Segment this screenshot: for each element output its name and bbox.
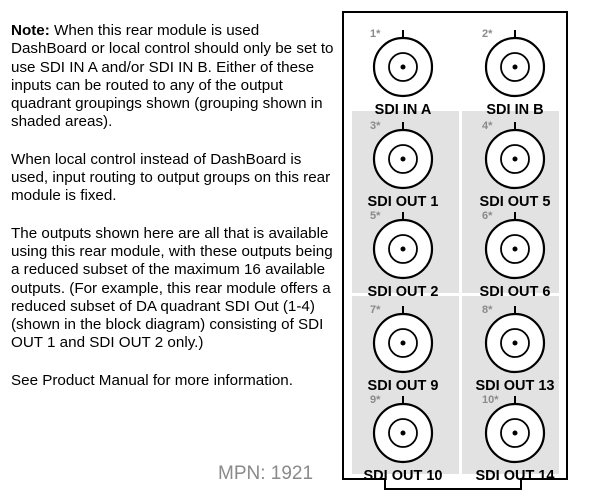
note-paragraph-1: Note: When this rear module is used Dash… xyxy=(11,22,336,132)
port-number: 8* xyxy=(482,304,493,316)
bnc-connector-icon xyxy=(372,30,434,98)
port-sdi-in-b[interactable]: 2* SDI IN B xyxy=(460,26,570,118)
port-label: SDI OUT 5 xyxy=(479,194,551,210)
bnc-connector-icon xyxy=(372,212,434,280)
port-sdi-out-5[interactable]: 4* SDI OUT 5 xyxy=(460,118,570,210)
notes-text: Note: When this rear module is used Dash… xyxy=(11,22,336,409)
bnc-connector-icon xyxy=(372,306,434,374)
bnc-connector-icon xyxy=(484,212,546,280)
port-number: 1* xyxy=(370,28,381,40)
port-number: 2* xyxy=(482,28,493,40)
bnc-connector-icon xyxy=(484,396,546,464)
port-number: 10* xyxy=(482,394,499,406)
port-sdi-out-6[interactable]: 6* SDI OUT 6 xyxy=(460,208,570,300)
port-number: 9* xyxy=(370,394,381,406)
note-text-1: When this rear module is used DashBoard … xyxy=(11,22,334,131)
port-number: 5* xyxy=(370,210,381,222)
port-label: SDI OUT 13 xyxy=(475,378,555,394)
port-number: 7* xyxy=(370,304,381,316)
note-paragraph-4: See Product Manual for more information. xyxy=(11,371,293,389)
port-number: 4* xyxy=(482,120,493,132)
port-sdi-out-10[interactable]: 9* SDI OUT 10 xyxy=(348,392,458,484)
note-paragraph-2: When local control instead of DashBoard … xyxy=(11,150,331,205)
port-sdi-out-9[interactable]: 7* SDI OUT 9 xyxy=(348,302,458,394)
port-sdi-out-13[interactable]: 8* SDI OUT 13 xyxy=(460,302,570,394)
port-label: SDI OUT 1 xyxy=(367,194,439,210)
port-number: 6* xyxy=(482,210,493,222)
port-label: SDI IN B xyxy=(486,102,544,118)
note-lead: Note: xyxy=(11,22,50,39)
module-tab xyxy=(384,478,522,490)
port-label: SDI OUT 9 xyxy=(367,378,439,394)
port-sdi-out-14[interactable]: 10* SDI OUT 14 xyxy=(460,392,570,484)
port-number: 3* xyxy=(370,120,381,132)
port-sdi-out-2[interactable]: 5* SDI OUT 2 xyxy=(348,208,458,300)
port-label: SDI OUT 2 xyxy=(367,284,439,300)
port-label: SDI OUT 14 xyxy=(475,468,555,484)
port-sdi-in-a[interactable]: 1* SDI IN A xyxy=(348,26,458,118)
note-paragraph-3: The outputs shown here are all that is a… xyxy=(11,224,333,352)
port-label: SDI IN A xyxy=(374,102,432,118)
port-label: SDI OUT 6 xyxy=(479,284,551,300)
bnc-connector-icon xyxy=(484,122,546,190)
port-sdi-out-1[interactable]: 3* SDI OUT 1 xyxy=(348,118,458,210)
bnc-connector-icon xyxy=(372,122,434,190)
bnc-connector-icon xyxy=(484,306,546,374)
bnc-connector-icon xyxy=(484,30,546,98)
bnc-connector-icon xyxy=(372,396,434,464)
mpn-label: MPN: 1921 xyxy=(218,463,314,484)
port-label: SDI OUT 10 xyxy=(363,468,443,484)
